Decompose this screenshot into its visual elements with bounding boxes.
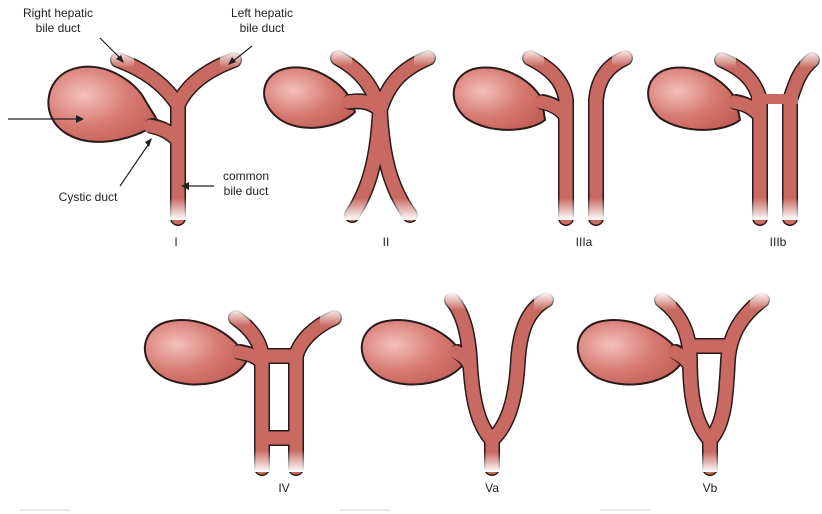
- gallbladder: [578, 320, 682, 384]
- variant-IV: IV: [145, 308, 346, 495]
- pointer-cystic-duct: [120, 142, 150, 186]
- label-right-hepatic-line2: bile duct: [36, 21, 81, 35]
- variant-Va: Va: [362, 292, 556, 495]
- label-cystic-duct: Cystic duct: [59, 190, 118, 204]
- caption-Vb: Vb: [703, 481, 718, 495]
- caption-II: II: [383, 235, 390, 249]
- gallbladder: [264, 67, 355, 127]
- gallbladder: [648, 67, 740, 129]
- label-common-bile-duct-line2: bile duct: [224, 184, 269, 198]
- variant-IIIa: IIIa: [454, 48, 638, 249]
- caption-IIIa: IIIa: [576, 235, 593, 249]
- caption-IV: IV: [278, 481, 289, 495]
- caption-IIIb: IIIb: [770, 235, 787, 249]
- caption-Va: Va: [485, 481, 499, 495]
- label-common-bile-duct-line1: common: [223, 169, 269, 183]
- pointer-cystic-duct-head: [145, 138, 152, 147]
- gallbladder: [454, 67, 545, 129]
- label-right-hepatic-line1: Right hepatic: [23, 6, 93, 20]
- variant-I: Right hepatic bile duct Left hepatic bil…: [8, 6, 293, 249]
- caption-I: I: [174, 235, 177, 249]
- label-left-hepatic-line1: Left hepatic: [231, 6, 293, 20]
- variant-II: II: [264, 48, 440, 249]
- variant-Vb: Vb: [578, 292, 774, 495]
- variant-IIIb: IIIb: [648, 50, 822, 249]
- gallbladder: [145, 320, 246, 384]
- label-left-hepatic-line2: bile duct: [240, 21, 285, 35]
